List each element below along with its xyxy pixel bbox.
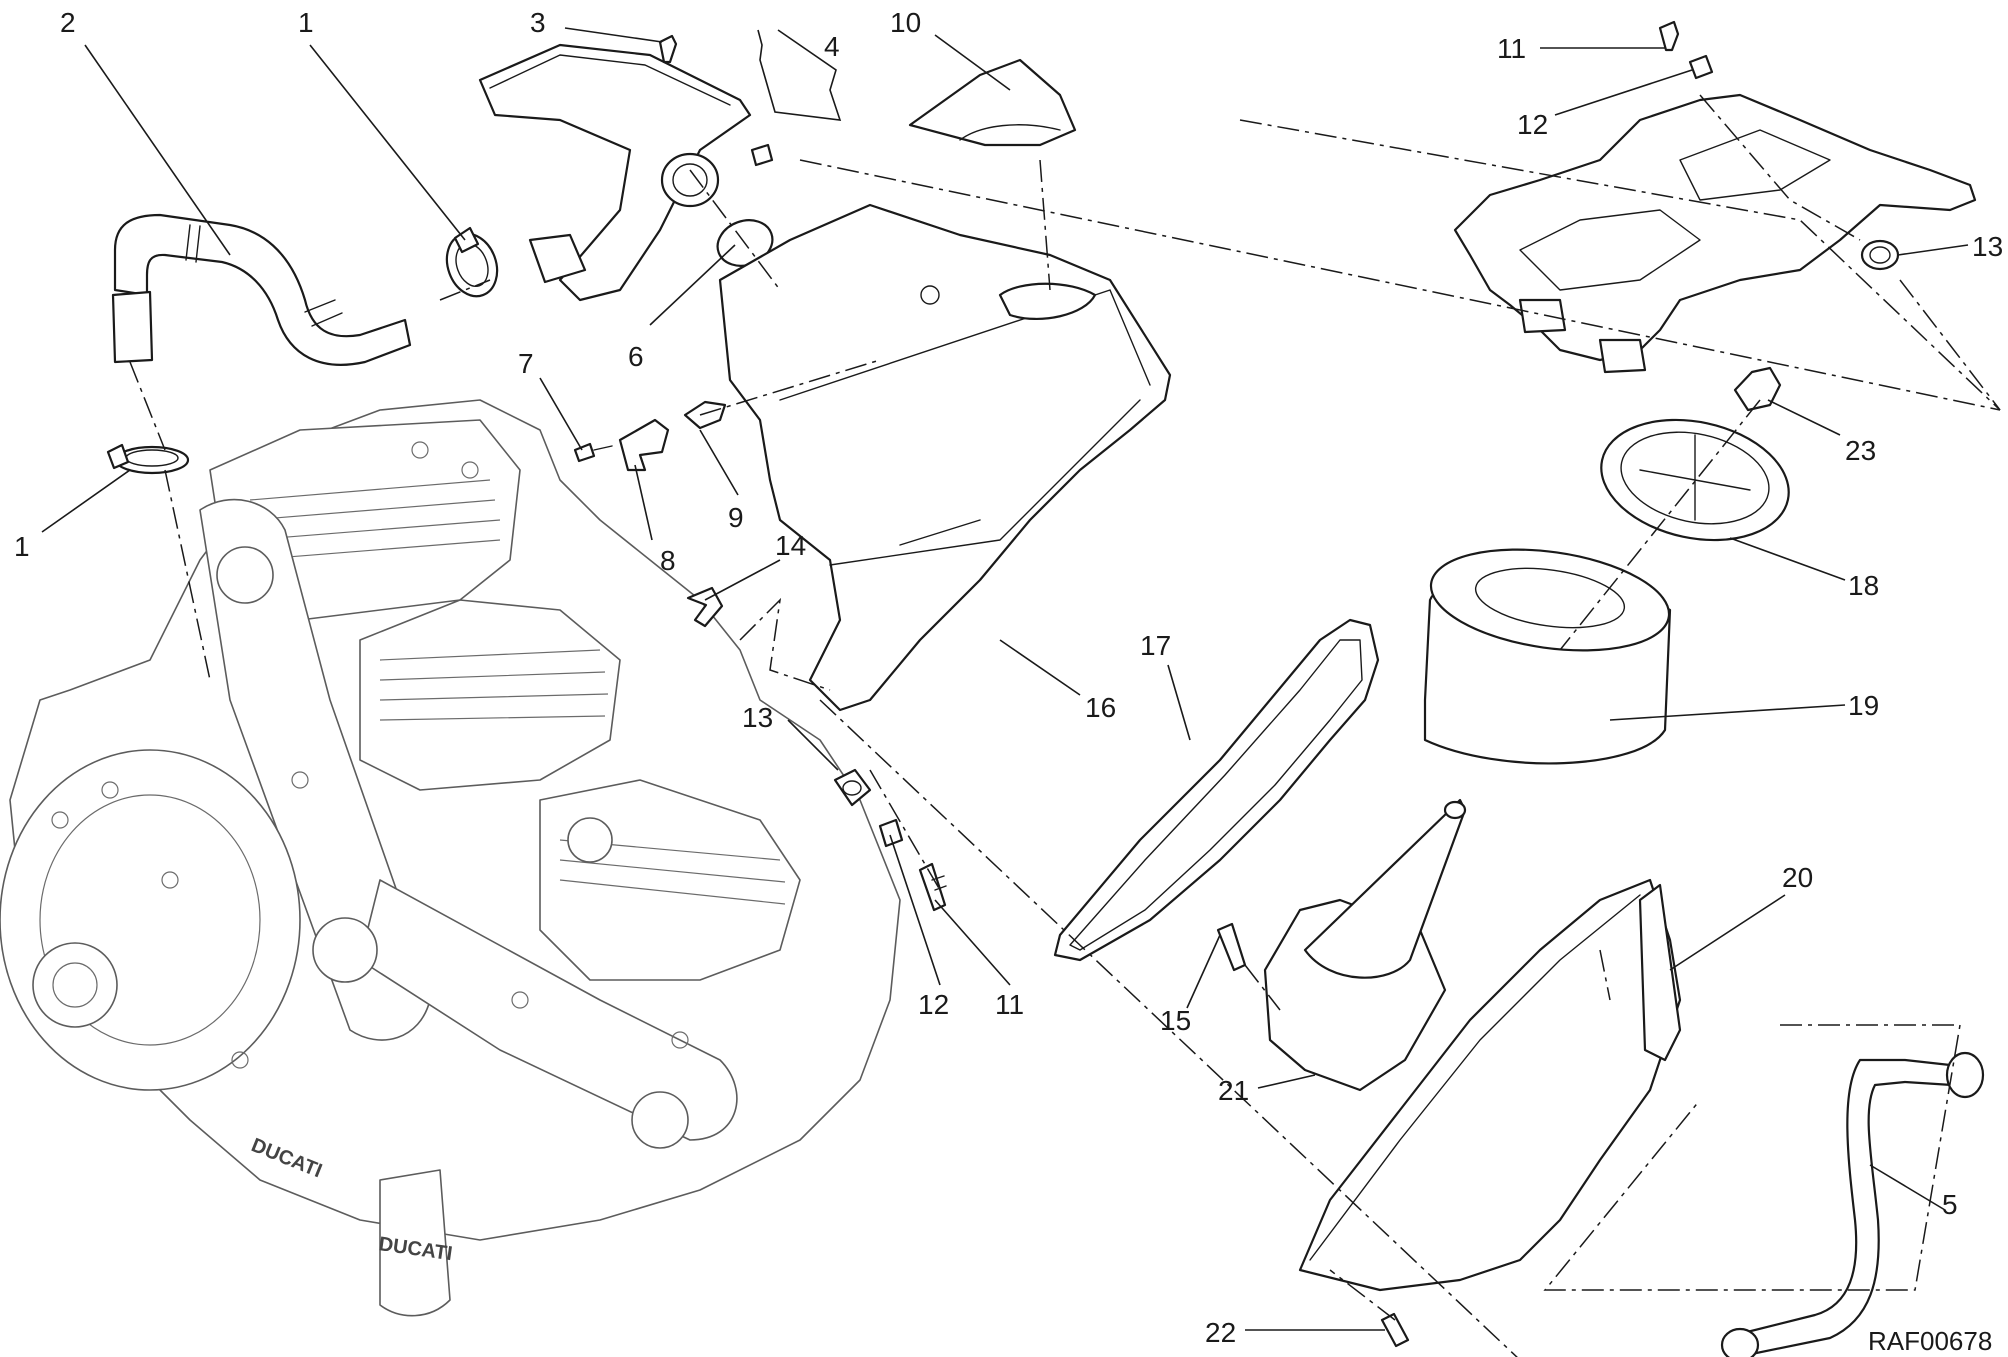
callout-11-upper: 11	[1497, 33, 1526, 64]
callout-16: 16	[1085, 692, 1116, 723]
part-17-gasket	[1053, 618, 1380, 962]
callout-6: 6	[628, 341, 644, 372]
callout-1-lower: 1	[14, 531, 30, 562]
part-14-clip	[686, 586, 724, 628]
part-13-grommet-upper	[1860, 239, 1900, 271]
part-13-grommet-lower	[833, 768, 872, 807]
callout-2: 2	[60, 7, 76, 38]
part-1-hose-clamp-upper	[445, 226, 499, 298]
callout-12-upper: 12	[1517, 109, 1548, 140]
part-19-air-filter	[1423, 548, 1672, 765]
part-10-intake-funnel	[908, 58, 1077, 147]
callout-4: 4	[824, 31, 840, 62]
part-16-airbox-upper	[718, 203, 1172, 712]
airbox-support-bracket	[1453, 93, 1977, 374]
part-4-nut	[750, 143, 774, 167]
callout-8: 8	[660, 545, 676, 576]
part-11-screw-lower	[918, 862, 947, 912]
callout-17: 17	[1140, 630, 1171, 661]
engine-block	[0, 399, 901, 1317]
callout-12-lower: 12	[918, 989, 949, 1020]
part-12-spacer-lower	[878, 818, 904, 848]
callout-11-lower: 11	[995, 989, 1024, 1020]
drawing-reference-code: RAF00678	[1868, 1326, 1992, 1356]
part-12-spacer-upper	[1688, 54, 1714, 80]
callout-5: 5	[1942, 1189, 1958, 1220]
part-2-breather-hose	[111, 213, 412, 366]
part-21-intake-trumpet	[1263, 798, 1467, 1092]
callout-14: 14	[775, 530, 806, 561]
callout-20: 20	[1782, 862, 1813, 893]
callout-22: 22	[1205, 1317, 1236, 1348]
assembly-lines	[129, 94, 2001, 1357]
callout-23: 23	[1845, 435, 1876, 466]
part-8-bracket	[618, 418, 670, 472]
part-20-airbox-lower	[1298, 878, 1682, 1292]
callout-9: 9	[728, 502, 744, 533]
part-18-filter-cover	[1600, 418, 1790, 542]
callout-7: 7	[518, 348, 534, 379]
callout-1-upper: 1	[298, 7, 314, 38]
callout-3: 3	[530, 7, 546, 38]
callout-18: 18	[1848, 570, 1879, 601]
callout-21: 21	[1218, 1075, 1249, 1106]
leader-lines	[41, 27, 1969, 1331]
callout-15: 15	[1160, 1005, 1191, 1036]
part-5-drain-hose	[1720, 1051, 1985, 1357]
callout-13-lower: 13	[742, 702, 773, 733]
part-1-hose-clamp-lower	[106, 443, 190, 475]
callout-13-upper: 13	[1972, 231, 2003, 262]
part-22-screw	[1380, 1312, 1410, 1348]
part-7-screw	[573, 442, 613, 463]
callout-10: 10	[890, 7, 921, 38]
part-3-screw	[658, 34, 678, 64]
part-11-screw-upper	[1658, 20, 1680, 52]
part-4-breather-box	[478, 43, 752, 302]
part-15-screw	[1216, 922, 1247, 972]
part-9-grommet	[683, 400, 727, 430]
callout-19: 19	[1848, 690, 1879, 721]
